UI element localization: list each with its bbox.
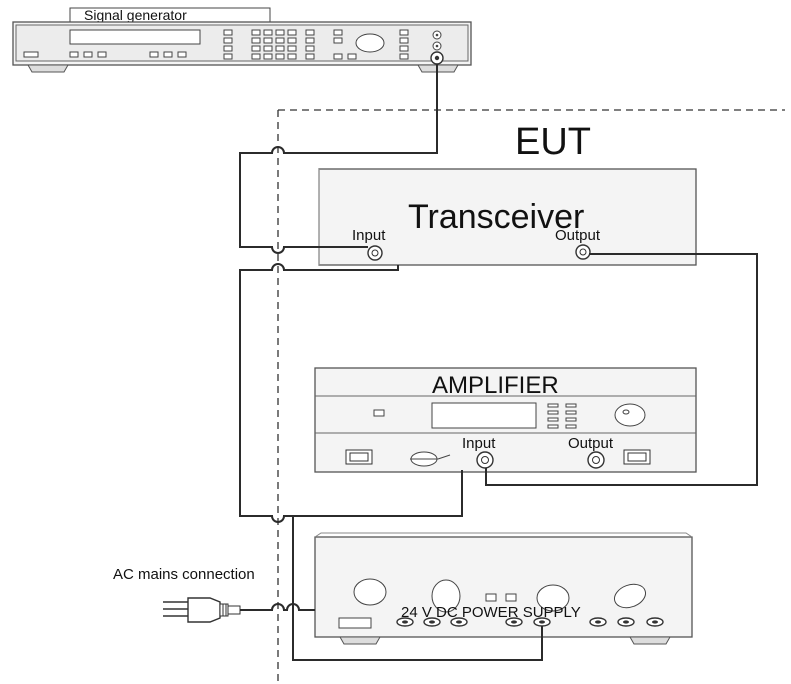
signal-generator-label: Signal generator <box>84 7 187 23</box>
transceiver: Transceiver Input Output <box>318 168 697 266</box>
cable-transceiver-output-to-amplifier-output <box>485 253 758 486</box>
power-switch <box>338 617 372 629</box>
amplifier-label: AMPLIFIER <box>432 372 559 399</box>
power-supply-terminals <box>396 617 664 627</box>
signal-generator: Signal generator <box>12 7 472 73</box>
amplifier-output-label: Output <box>568 435 614 452</box>
ac-mains-label: AC mains connection <box>113 566 255 583</box>
amplifier: AMPLIFIER Input Output <box>314 367 697 473</box>
signal-generator-knob <box>355 33 385 53</box>
transceiver-output-label: Output <box>555 227 601 244</box>
eut-label: EUT <box>515 121 591 163</box>
cable-signal-generator-to-transceiver <box>239 64 438 254</box>
amplifier-knob <box>614 403 646 427</box>
ac-plug-icon <box>163 597 241 623</box>
cable-ac-mains <box>240 603 315 611</box>
cable-power-supply-output <box>292 516 543 661</box>
signal-generator-display <box>69 29 201 45</box>
eut-boundary <box>277 109 785 684</box>
power-supply-label: 24 V DC POWER SUPPLY <box>401 604 581 621</box>
transceiver-input-label: Input <box>352 227 386 244</box>
amplifier-display <box>431 402 537 429</box>
power-supply: 24 V DC POWER SUPPLY <box>314 532 693 645</box>
transceiver-label: Transceiver <box>408 198 584 236</box>
amplifier-input-label: Input <box>462 435 496 452</box>
signal-generator-keypad <box>223 29 409 60</box>
cable-transceiver-to-power-supply <box>239 263 463 523</box>
